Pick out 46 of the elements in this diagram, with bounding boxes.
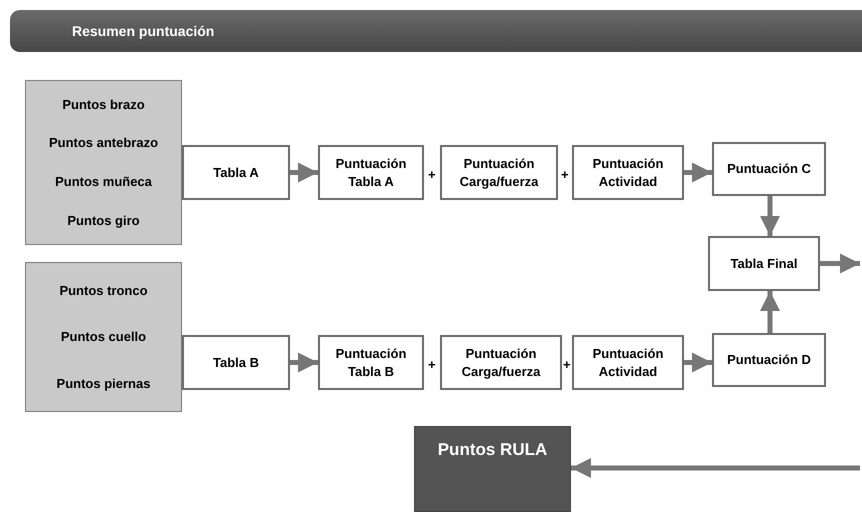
plus-sign: + <box>563 356 571 374</box>
process-box <box>318 145 424 200</box>
process-box <box>708 236 820 291</box>
plus-sign: + <box>561 166 569 184</box>
plus-sign: + <box>428 356 436 374</box>
node-text: Puntuación D <box>727 351 811 369</box>
arrow <box>820 254 860 274</box>
node-text: Puntos RULA <box>438 439 548 461</box>
node-text: Puntos brazo <box>62 96 145 114</box>
arrow <box>684 352 712 372</box>
input-panel <box>25 80 182 245</box>
node-text: Puntuación Tabla B <box>334 344 408 380</box>
node-text: Tabla A <box>213 164 259 182</box>
node-text: Puntos piernas <box>56 374 150 392</box>
process-box <box>572 335 684 390</box>
arrow <box>290 162 318 182</box>
node-text: Tabla Final <box>730 254 798 272</box>
node-text: Puntuación Tabla A <box>334 154 408 190</box>
process-box <box>182 335 290 390</box>
process-box <box>182 145 290 200</box>
node-text: Puntuación Actividad <box>592 344 664 380</box>
node-text: Puntos tronco <box>59 282 148 300</box>
node-text: Puntos giro <box>67 212 140 230</box>
input-panel <box>25 262 182 412</box>
arrow <box>571 458 860 478</box>
arrow <box>684 162 712 182</box>
arrow <box>760 291 780 333</box>
arrow <box>760 196 780 236</box>
result-box <box>414 426 571 512</box>
process-box <box>572 145 684 200</box>
plus-sign: + <box>428 166 436 184</box>
title: Resumen puntuación <box>72 22 214 41</box>
node-text: Puntuación C <box>727 160 811 178</box>
node-text: Puntos cuello <box>60 328 146 346</box>
process-box <box>318 335 424 390</box>
node-text: Puntuación Carga/fuerza <box>458 154 540 190</box>
process-box <box>712 142 826 196</box>
node-text: Puntuación Carga/fuerza <box>460 344 542 380</box>
node-text: Puntos muñeca <box>55 173 152 191</box>
process-box <box>712 333 826 387</box>
process-box <box>440 145 558 200</box>
node-text: Puntos antebrazo <box>48 134 158 152</box>
node-text: Tabla B <box>213 354 259 372</box>
process-box <box>440 335 562 390</box>
node-text: Puntuación Actividad <box>592 154 664 190</box>
arrow <box>290 352 318 372</box>
